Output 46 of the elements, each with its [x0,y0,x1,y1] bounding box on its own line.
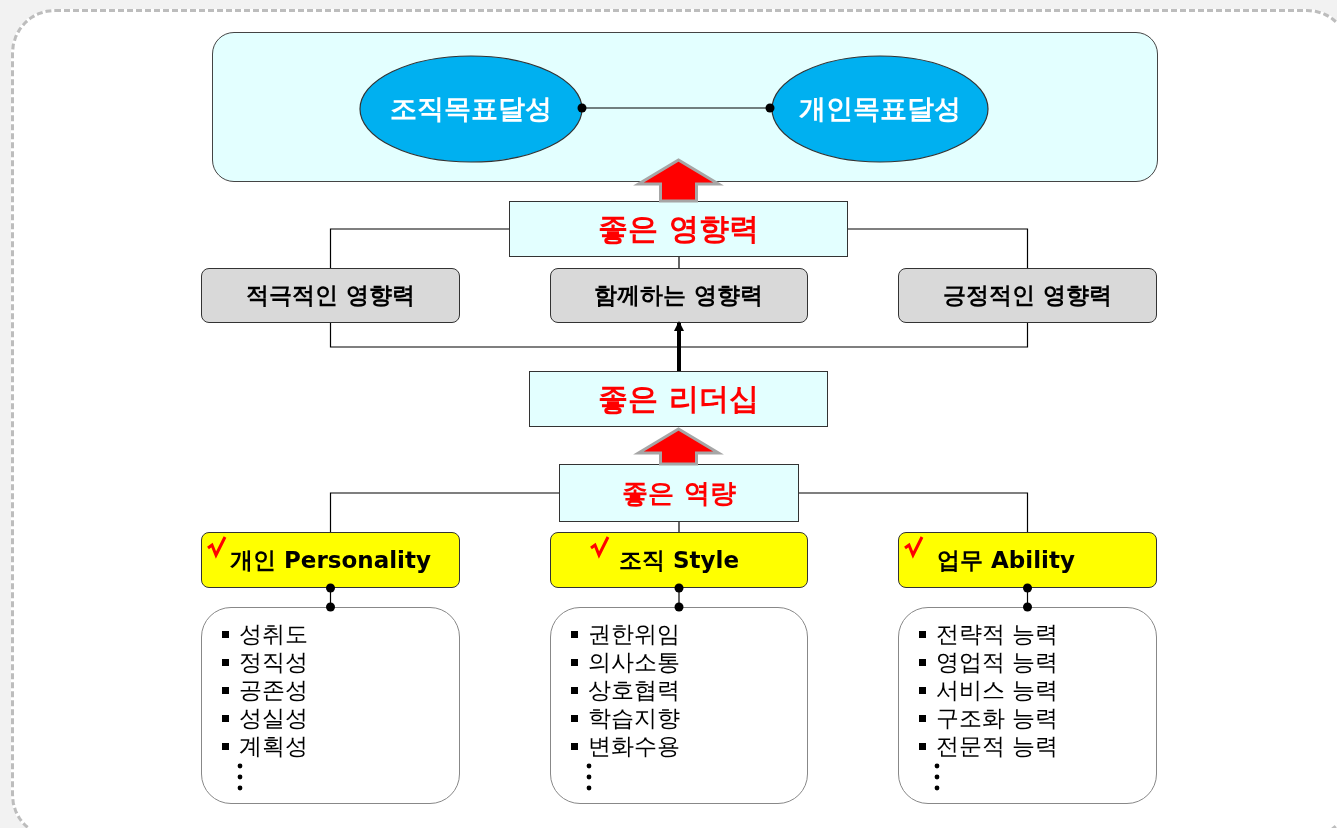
influence-box: 긍정적인 영향력 [898,268,1157,323]
heading-box: 좋은 영향력 [509,201,848,257]
connector-line [326,583,335,612]
list-item: 권한위임 [571,620,680,648]
category-box [201,532,460,588]
list-item: 변화수용 [571,732,680,760]
list-item: 성취도 [222,620,308,648]
category-box [550,532,808,588]
category-box [898,532,1157,588]
connector-line [678,521,680,533]
connector-line [577,103,775,113]
category-label: 조직 Style [619,546,740,575]
goal-ellipse: 개인목표달성 [771,55,989,163]
block-arrow [633,158,724,203]
connector-line [798,492,1029,533]
goal-panel [212,32,1158,182]
list-item: 계획성 [222,732,308,760]
connector-line [1023,583,1032,612]
arrow [674,321,684,371]
heading-box: 좋은 역량 [559,464,799,522]
list-item: 구조화 능력 [919,704,1059,732]
list-item: 전문적 능력 [919,732,1059,760]
list-item: 전략적 능력 [919,620,1059,648]
category-label: 개인 Personality [230,546,431,575]
list-item: 영업적 능력 [919,648,1059,676]
list-item: 서비스 능력 [919,676,1059,704]
influence-box: 함께하는 영향력 [550,268,808,323]
connector-line [847,228,1029,269]
list-item: 학습지향 [571,704,680,732]
connector-line [674,583,684,612]
connector-line [329,492,560,533]
block-arrow [633,427,724,466]
list-item: 의사소통 [571,648,680,676]
list-box [550,607,808,804]
list-item: 상호협력 [571,676,680,704]
category-label: 업무 Ability [937,546,1075,575]
influence-box: 적극적인 영향력 [201,268,460,323]
list-item: 공존성 [222,676,308,704]
list-item: 정직성 [222,648,308,676]
list-box [201,607,460,804]
list-item: 성실성 [222,704,308,732]
list-box [898,607,1157,804]
connector-line [329,228,510,269]
goal-ellipse: 조직목표달성 [359,55,583,163]
heading-box: 좋은 리더십 [529,371,828,427]
connector-line [678,256,680,269]
